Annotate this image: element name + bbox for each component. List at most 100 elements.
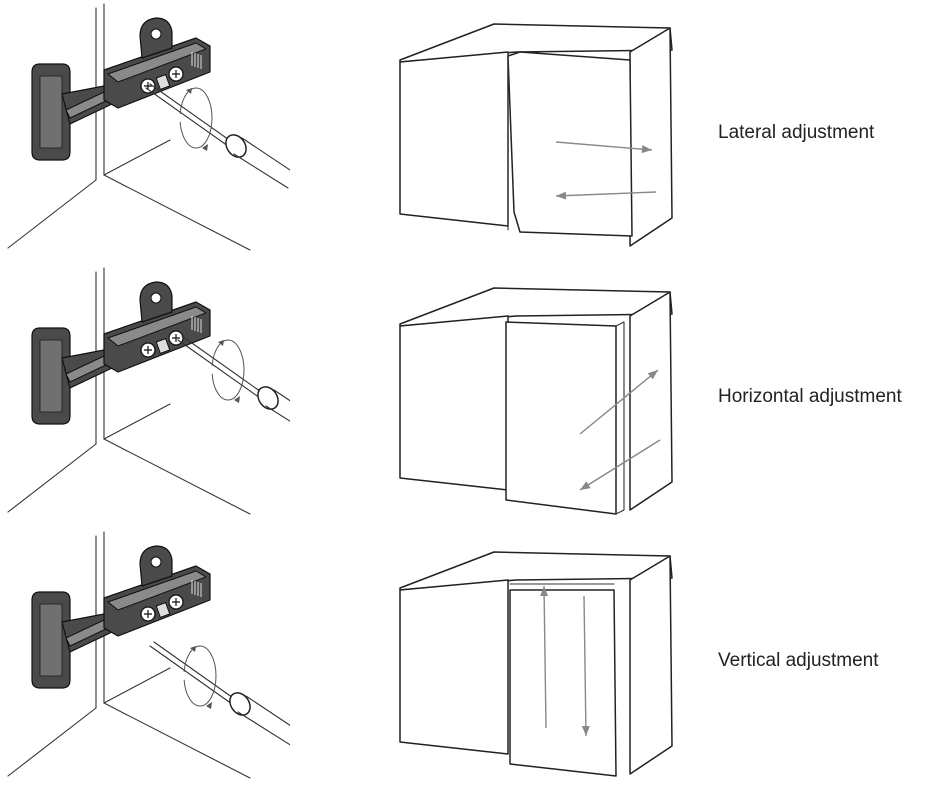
hinge-window	[155, 602, 171, 618]
hinge-screw-slot	[172, 598, 180, 606]
screwdriver-handle	[265, 405, 290, 422]
hinge-group	[7, 3, 251, 251]
hinge-screw-slot	[144, 610, 152, 618]
screwdriver-collar	[225, 134, 247, 158]
door-edge-offset	[615, 321, 625, 515]
screwdriver-icon	[149, 641, 290, 746]
cabinet-lateral-illustration	[399, 23, 673, 247]
horizontal-adjustment-label: Horizontal adjustment	[718, 386, 902, 407]
rotation-ellipse	[179, 87, 213, 149]
screwdriver-handle	[237, 711, 290, 746]
screwdriver-icon	[177, 335, 290, 422]
cabinet-floor-line	[103, 174, 251, 251]
rotation-arrowhead	[234, 396, 240, 403]
cabinet-icon	[399, 551, 673, 777]
rotation-arrowhead	[202, 144, 208, 151]
direction-arrowhead	[647, 370, 658, 380]
hinge-screw-slot	[172, 70, 180, 78]
cabinet-vertical-illustration	[399, 551, 673, 777]
cabinet-left-door	[399, 315, 509, 491]
screwdriver-handle	[245, 695, 290, 726]
vertical-adjustment-label: Vertical adjustment	[718, 650, 879, 671]
direction-arrow-line	[555, 141, 653, 151]
hinge-screwdriver-illustration	[7, 531, 290, 779]
cabinet-floor-line	[7, 179, 97, 249]
cabinet-inner-line	[103, 403, 171, 440]
cabinet-inner-line	[103, 139, 171, 176]
direction-arrow-icon	[555, 141, 653, 154]
hinge-screw-slot	[144, 346, 152, 354]
cabinet-floor-line	[103, 702, 251, 779]
rotation-arrowhead	[186, 88, 192, 94]
rotation-ellipse	[183, 645, 217, 707]
hinge-window	[155, 338, 171, 354]
hinge-window	[155, 74, 171, 90]
cabinet-right-door	[507, 51, 633, 237]
screwdriver-shaft	[153, 641, 237, 701]
hinge-door-plate-face	[39, 339, 63, 413]
direction-arrowhead	[581, 725, 590, 736]
cabinet-right-door	[509, 589, 617, 777]
rotation-arrowhead	[206, 702, 212, 709]
direction-arrow-line	[583, 595, 587, 737]
hinge-body-top	[107, 42, 207, 83]
hinge-body-top	[107, 306, 207, 347]
cabinet-inner-line	[103, 667, 171, 704]
cabinet-icon	[399, 23, 673, 247]
screwdriver-handle	[241, 137, 290, 171]
hinge-tab-hole	[150, 292, 162, 304]
cabinet-side	[629, 555, 673, 775]
screwdriver-handle	[233, 153, 289, 189]
cabinet-icon	[399, 287, 673, 515]
direction-arrowhead	[641, 145, 652, 154]
direction-arrow-icon	[581, 595, 590, 737]
rotation-arrowhead	[218, 340, 224, 346]
direction-arrow-icon	[555, 191, 657, 200]
hinge-screw-slot	[172, 334, 180, 342]
screwdriver-handle	[273, 389, 290, 402]
rotation-ellipse	[211, 339, 245, 401]
hinge-door-plate-face	[39, 603, 63, 677]
rotation-arrow-icon	[211, 339, 245, 403]
hinge-tab-hole	[150, 556, 162, 568]
adjustment-row-vertical: Vertical adjustment	[0, 528, 947, 792]
hinge-screwdriver-illustration	[7, 3, 290, 251]
screwdriver-collar	[229, 692, 251, 716]
cabinet-side	[629, 291, 673, 511]
direction-arrowhead	[556, 191, 567, 200]
direction-arrow-line	[555, 191, 657, 197]
hinge-group	[7, 531, 251, 779]
direction-arrow-line	[543, 585, 547, 729]
cabinet-floor-line	[7, 443, 97, 513]
cabinet-left-door	[399, 51, 509, 227]
adjustment-row-horizontal: Horizontal adjustment	[0, 264, 947, 528]
hinge-tab-hole	[150, 28, 162, 40]
direction-arrow-icon	[579, 369, 659, 435]
direction-arrow-line	[579, 439, 661, 491]
screwdriver-shaft	[149, 645, 233, 705]
rotation-arrow-icon	[183, 645, 217, 709]
screwdriver-shaft	[177, 339, 261, 399]
hinge-group	[7, 267, 251, 515]
rotation-arrow-icon	[179, 87, 213, 151]
lateral-adjustment-label: Lateral adjustment	[718, 122, 875, 143]
screwdriver-shaft	[145, 87, 229, 147]
screwdriver-icon	[145, 83, 290, 189]
hinge-door-plate-face	[39, 75, 63, 149]
adjustment-row-lateral: Lateral adjustment	[0, 0, 947, 264]
direction-arrowhead	[540, 586, 549, 597]
screwdriver-shaft	[181, 335, 265, 395]
rotation-arrowhead	[190, 646, 196, 652]
hinge-body-top	[107, 570, 207, 611]
cabinet-floor-line	[103, 438, 251, 515]
cabinet-side	[629, 27, 673, 247]
direction-arrow-line	[579, 369, 659, 435]
direction-arrow-icon	[579, 439, 661, 491]
hinge-screw-slot	[144, 82, 152, 90]
cabinet-floor-line	[7, 707, 97, 777]
hinge-screwdriver-illustration	[7, 267, 290, 515]
direction-arrow-icon	[540, 585, 549, 729]
screwdriver-collar	[257, 386, 279, 410]
cabinet-horizontal-illustration	[399, 287, 673, 515]
cabinet-left-door	[399, 579, 509, 755]
